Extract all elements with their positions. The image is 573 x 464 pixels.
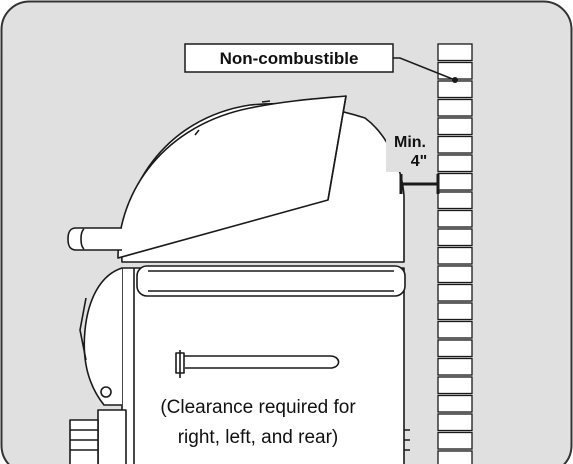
wall-brick xyxy=(437,320,473,339)
clearance-note-line1: (Clearance required for xyxy=(160,397,356,418)
wall-brick xyxy=(437,283,473,302)
wall-brick xyxy=(437,209,473,228)
non-combustible-wall-icon xyxy=(437,43,473,464)
wall-brick xyxy=(437,413,473,432)
wall-brick xyxy=(437,339,473,358)
wall-brick xyxy=(437,246,473,265)
wall-brick xyxy=(437,154,473,173)
wall-brick xyxy=(437,394,473,413)
wall-brick xyxy=(437,265,473,284)
wall-brick xyxy=(437,80,473,99)
wall-brick xyxy=(437,43,473,62)
grill-icon xyxy=(67,95,410,464)
wall-brick xyxy=(437,302,473,321)
wall-brick xyxy=(437,98,473,117)
wall-brick xyxy=(437,135,473,154)
wall-brick xyxy=(437,357,473,376)
wall-brick xyxy=(437,431,473,450)
wall-brick xyxy=(437,228,473,247)
wall-brick xyxy=(437,61,473,80)
dimension-arrow-icon xyxy=(399,174,440,194)
wall-brick xyxy=(437,191,473,210)
wall-brick xyxy=(437,117,473,136)
wall-brick xyxy=(437,376,473,395)
clearance-label-bg xyxy=(386,128,432,172)
clearance-label-line2: 4" xyxy=(411,153,427,170)
non-combustible-callout: Non-combustible xyxy=(184,43,456,81)
non-combustible-label: Non-combustible xyxy=(220,49,359,68)
wall-brick xyxy=(437,450,473,464)
clearance-label-line1: Min. xyxy=(394,134,426,151)
clearance-note-line2: right, left, and rear) xyxy=(178,427,339,448)
wall-brick xyxy=(437,172,473,191)
